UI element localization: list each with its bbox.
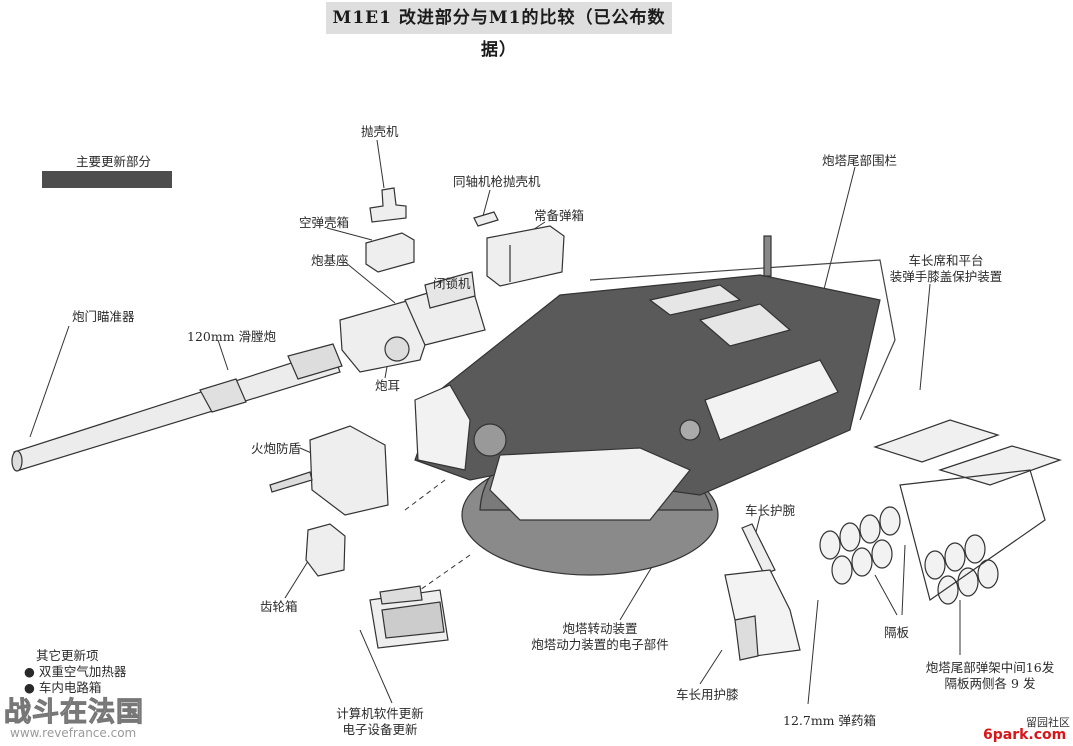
breech-assembly [339,271,486,373]
watermark-site-name: 战斗在法国 [4,697,144,729]
turret-body [414,235,896,576]
coax-ejector-part [473,211,499,227]
commander-arm-guard [724,523,801,661]
watermark-site-url: www.revefrance.com [10,726,137,740]
label-turret-drive-line1: 炮塔转动装置 [562,621,638,636]
watermark-park-url: 6park.com [983,727,1067,743]
label-coax-ejector: 同轴机枪抛壳机 [453,174,541,189]
label-empty-case-box: 空弹壳箱 [299,215,350,230]
diagram-title: M1E1 改进部分与M1的比较（已公布数据） [326,2,672,60]
label-gearbox: 齿轮箱 [260,599,298,614]
label-mantlet: 火炮防盾 [251,441,302,456]
other-update-item: ● 双重空气加热器 [24,664,127,679]
label-ejector: 抛壳机 [361,124,399,139]
label-muzzle-reference: 炮门瞄准器 [72,309,135,324]
label-computer-line2: 电子设备更新 [342,722,418,737]
computer-box [369,585,449,649]
label-bustle-rack: 炮塔尾部围栏 [822,153,898,168]
gearbox-part [305,523,346,577]
ejector-part [369,187,407,223]
gun-barrel [11,343,343,472]
label-gun-mount: 炮基座 [311,253,349,268]
label-partition: 隔板 [884,625,910,640]
other-update-item: ● 车内电路箱 [24,680,102,695]
other-updates-heading: 其它更新项 [36,648,99,663]
mantlet-part [269,425,389,516]
label-cmd-seat-line1: 车长席和平台 [908,253,984,268]
label-127mm-ammo-box: 12.7mm 弹药箱 [783,713,877,728]
ready-ammo-box [486,225,565,287]
legend-label: 主要更新部分 [76,154,152,169]
case-box-part [365,232,415,273]
other-updates: 其它更新项 ● 双重空气加热器 ● 车内电路箱 [24,648,126,696]
watermark-park-name: 留园社区 [1026,716,1070,729]
label-computer-line1: 计算机软件更新 [336,706,424,721]
label-120mm-gun: 120mm 滑膛炮 [187,329,277,344]
label-trunnion: 炮耳 [375,378,401,393]
label-commander-knee-guard: 车长用护膝 [676,687,739,702]
label-rack-line1: 炮塔尾部弹架中间16发 [925,660,1055,675]
label-breech: 闭锁机 [433,276,471,291]
legend-swatch [42,171,172,188]
armor-plates [873,419,1062,486]
label-ready-ammo: 常备弹箱 [534,208,585,223]
label-rack-line2: 隔板两侧各 9 发 [944,676,1036,691]
ammo-rack [819,469,1046,605]
label-commander-arm-guard: 车长护腕 [745,503,796,518]
label-cmd-seat-line2: 装弹手膝盖保护装置 [889,269,1003,284]
label-turret-drive-line2: 炮塔动力装置的电子部件 [531,637,669,652]
